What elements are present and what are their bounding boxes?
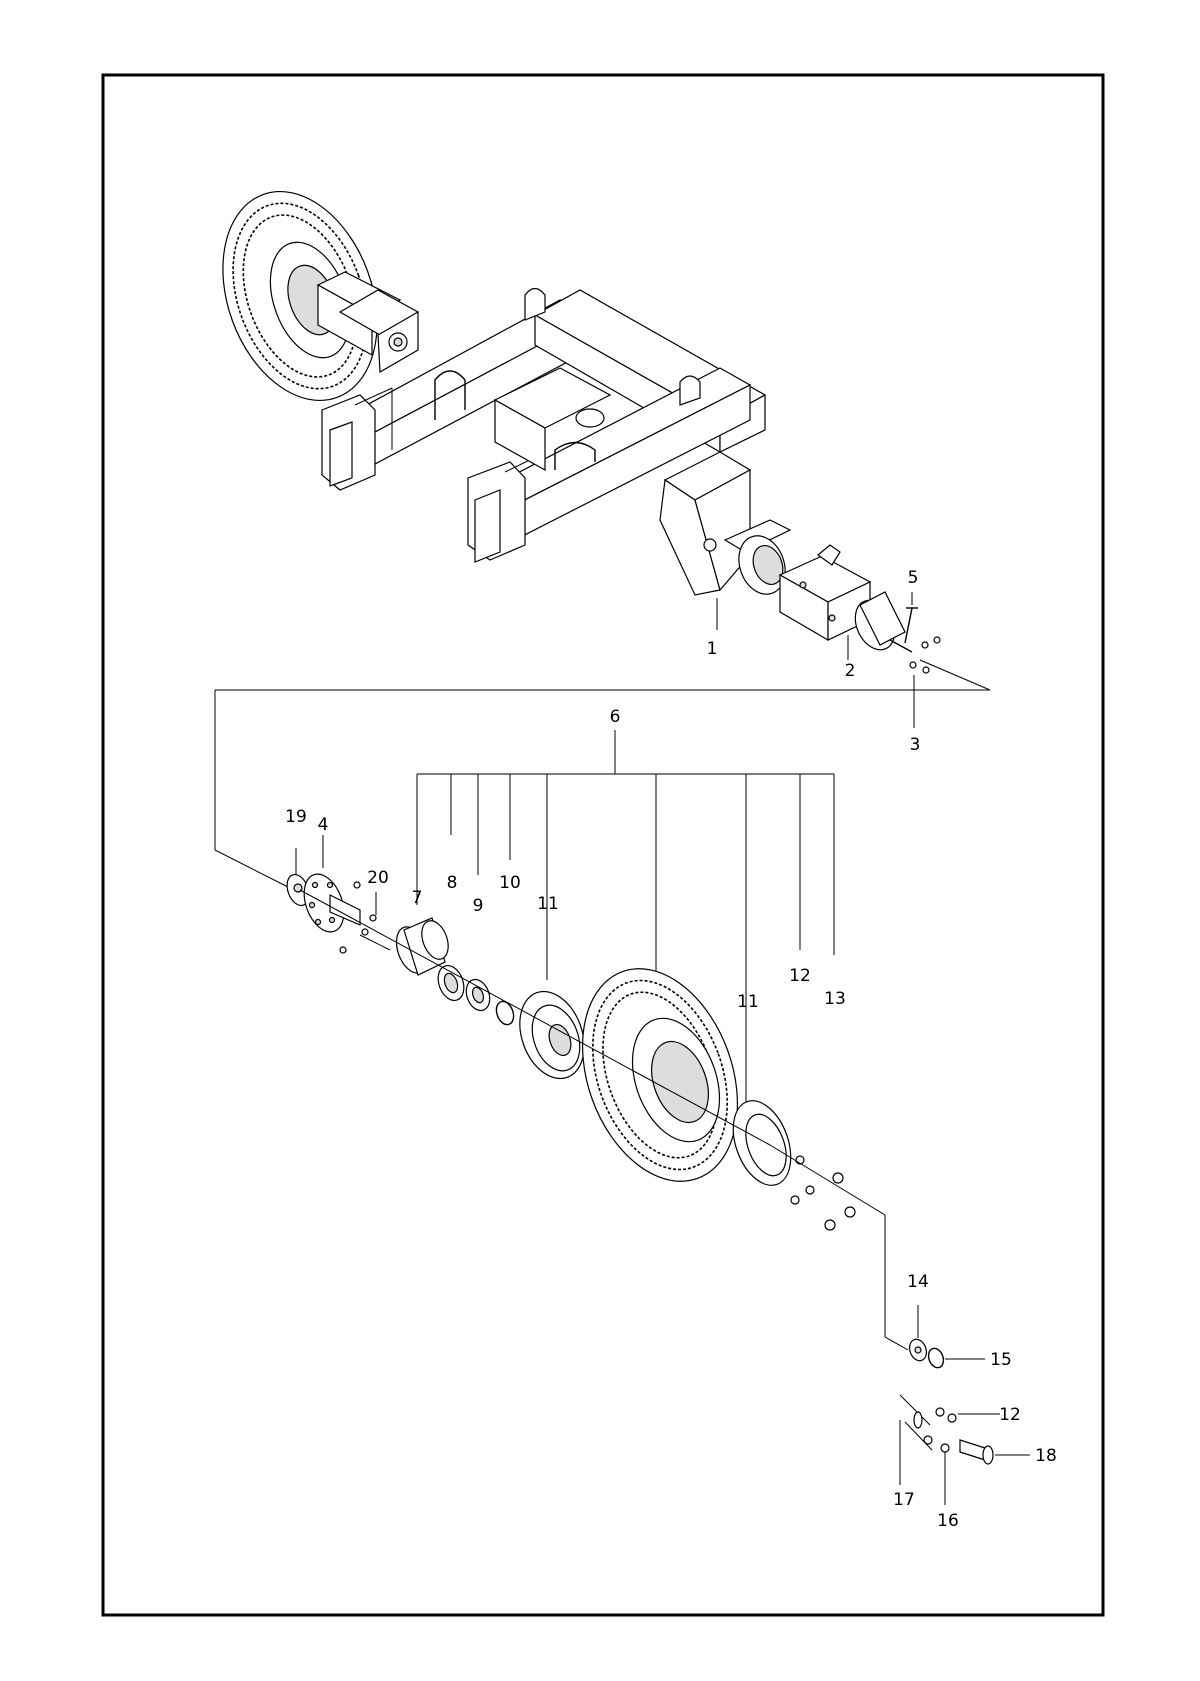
callout-8: 8 <box>447 873 458 893</box>
callout-15: 15 <box>990 1350 1012 1370</box>
callout-20: 20 <box>367 868 389 888</box>
axle-frame-assembly <box>222 190 792 596</box>
callout-11-inner: 11 <box>537 894 559 914</box>
callout-12-upper: 12 <box>789 966 811 986</box>
callout-5: 5 <box>908 568 919 588</box>
callout-7: 7 <box>412 888 423 908</box>
page-border <box>101 73 1105 1617</box>
callout-2: 2 <box>845 661 856 681</box>
lower-tire <box>581 968 739 1182</box>
part-4-hub <box>303 835 361 933</box>
callout-18: 18 <box>1035 1446 1057 1466</box>
callout-14: 14 <box>907 1272 929 1292</box>
callout-3: 3 <box>910 735 921 755</box>
callout-1: 1 <box>707 639 718 659</box>
part-11-rim-outer <box>732 1100 792 1186</box>
part-7-housing <box>395 917 449 976</box>
callout-11-outer: 11 <box>737 992 759 1012</box>
callout-19: 19 <box>285 807 307 827</box>
callout-9: 9 <box>473 896 484 916</box>
callout-12-lower: 12 <box>999 1405 1021 1425</box>
callout-labels: 1 2 3 4 5 6 7 8 9 10 11 11 12 12 13 14 1… <box>285 568 1057 1531</box>
callout-17: 17 <box>893 1490 915 1510</box>
drive-motor <box>778 544 913 653</box>
callout-4: 4 <box>318 815 329 835</box>
part-11-rim-inner <box>519 990 585 1080</box>
callout-16: 16 <box>937 1511 959 1531</box>
callout-13: 13 <box>824 989 846 1009</box>
callout-10: 10 <box>499 873 521 893</box>
callout-6: 6 <box>610 707 621 727</box>
